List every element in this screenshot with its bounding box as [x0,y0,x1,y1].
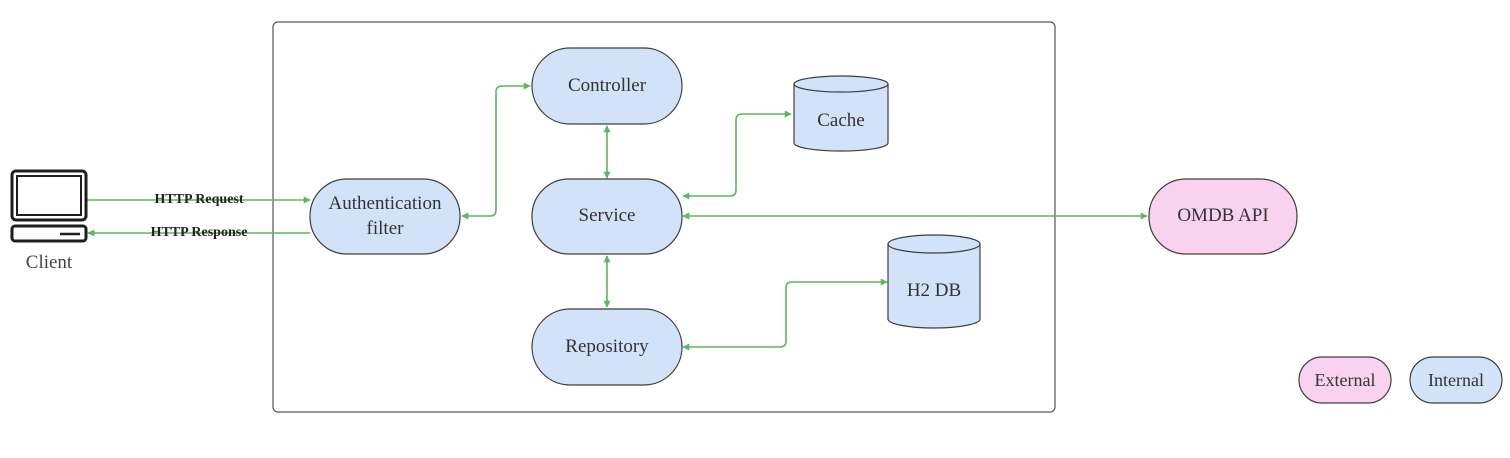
cache-label: Cache [817,110,864,131]
legend-internal: Internal [1409,356,1503,404]
edge-service-cache [682,110,792,200]
h2db-label: H2 DB [907,280,961,301]
http-request-label: HTTP Request [154,192,243,207]
cache-cylinder-icon [793,84,889,152]
service-label: Service [579,205,636,226]
repository-label: Repository [565,336,649,357]
legend: External Internal [1298,356,1503,404]
legend-external-label: External [1315,370,1376,390]
edge-repository-h2db [682,278,888,351]
client-label: Client [26,252,73,273]
legend-internal-label: Internal [1428,370,1484,390]
h2db-node: H2 DB [887,234,981,329]
auth-filter-label-line2: filter [367,218,405,239]
auth-filter-node: Authentication filter [309,178,461,255]
edges [86,82,1148,351]
repository-node: Repository [531,308,683,386]
cache-node: Cache [793,75,889,152]
http-response-label: HTTP Response [151,225,248,240]
controller-node: Controller [531,47,683,125]
service-node: Service [531,178,683,255]
omdb-api-node: OMDB API [1148,178,1298,255]
computer-icon [10,169,88,243]
legend-external: External [1298,356,1392,404]
omdb-api-label: OMDB API [1177,205,1268,226]
h2db-cylinder-icon [887,244,981,329]
auth-filter-label-line1: Authentication [329,193,442,214]
edge-auth-controller [461,82,531,220]
controller-label: Controller [568,75,647,96]
